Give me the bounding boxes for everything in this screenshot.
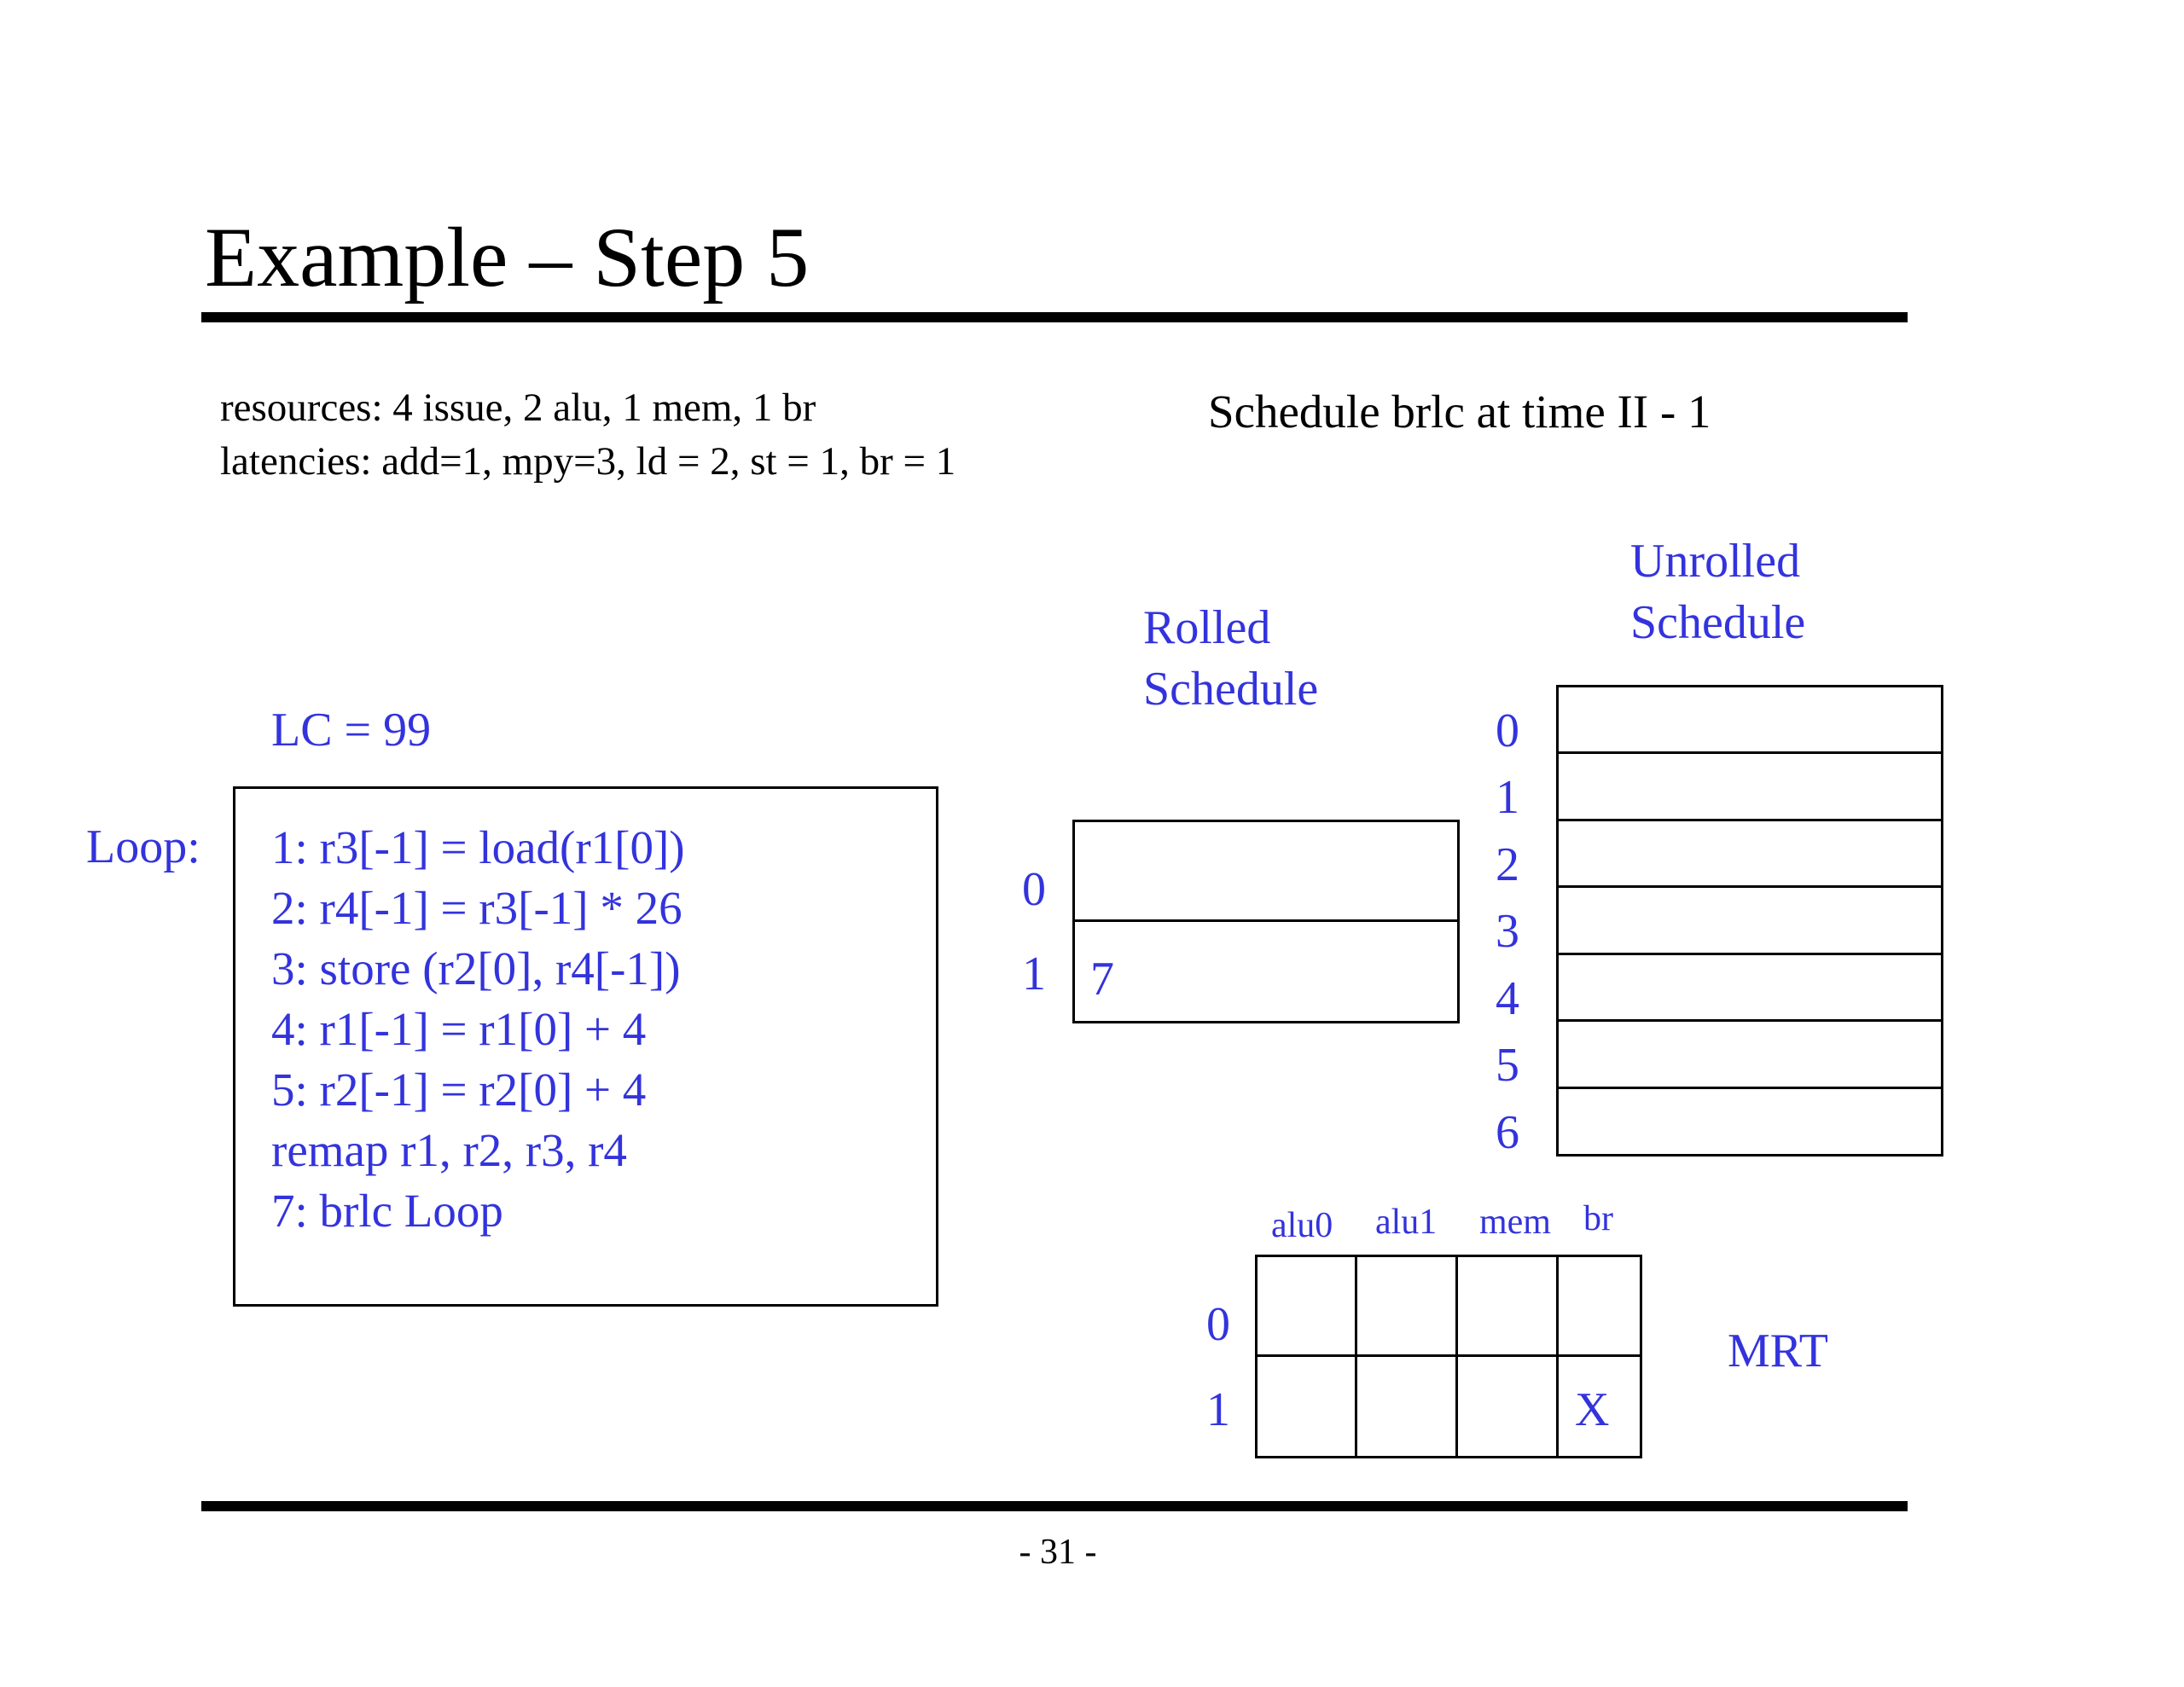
mrt-row-label: 0 — [1206, 1298, 1230, 1351]
mrt-row-label: 1 — [1206, 1383, 1230, 1436]
mrt-column-header: alu0 — [1271, 1206, 1333, 1245]
mrt-column-header: alu1 — [1375, 1203, 1438, 1242]
unrolled-row-label: 5 — [1496, 1039, 1519, 1092]
unrolled-row-divider — [1556, 1087, 1943, 1089]
latencies-text: latencies: add=1, mpy=3, ld = 2, st = 1,… — [220, 439, 956, 484]
unrolled-row-label: 4 — [1496, 972, 1519, 1025]
mrt-column-header: br — [1583, 1199, 1613, 1238]
code-line: 1: r3[-1] = load(r1[0]) — [271, 821, 685, 873]
rolled-cell: 7 — [1090, 953, 1114, 1006]
unrolled-row-label: 0 — [1496, 704, 1519, 757]
mrt-col-divider — [1556, 1255, 1559, 1458]
footer-rule — [201, 1501, 1908, 1511]
rolled-row-label: 1 — [1022, 948, 1046, 1000]
code-line: 4: r1[-1] = r1[0] + 4 — [271, 1003, 647, 1055]
mrt-label: MRT — [1728, 1325, 1828, 1377]
code-line: remap r1, r2, r3, r4 — [271, 1124, 627, 1176]
code-line: 5: r2[-1] = r2[0] + 4 — [271, 1064, 647, 1116]
code-line: 3: store (r2[0], r4[-1]) — [271, 942, 681, 994]
unrolled-schedule-title-line1: Unrolled — [1630, 535, 1801, 588]
unrolled-row-divider — [1556, 885, 1943, 888]
unrolled-row-divider — [1556, 1019, 1943, 1022]
mrt-col-divider — [1355, 1255, 1357, 1458]
unrolled-row-label: 2 — [1496, 838, 1519, 891]
mrt-col-divider — [1455, 1255, 1458, 1458]
rolled-schedule-title-line2: Schedule — [1143, 663, 1319, 716]
unrolled-row-label: 3 — [1496, 905, 1519, 958]
loop-label: Loop: — [86, 820, 200, 873]
slide-title: Example – Step 5 — [205, 210, 810, 304]
code-line: 7: brlc Loop — [271, 1185, 503, 1237]
unrolled-row-divider — [1556, 751, 1943, 754]
unrolled-row-divider — [1556, 819, 1943, 821]
loop-code-box — [233, 786, 938, 1307]
step-note: Schedule brlc at time II - 1 — [1208, 386, 1711, 438]
rolled-row-label: 0 — [1022, 863, 1046, 916]
unrolled-row-divider — [1556, 953, 1943, 955]
mrt-row-divider — [1255, 1354, 1642, 1357]
unrolled-row-label: 1 — [1496, 771, 1519, 824]
loop-code-lines: 1: r3[-1] = load(r1[0]) 2: r4[-1] = r3[-… — [271, 817, 685, 1241]
mrt-cell: X — [1575, 1383, 1610, 1436]
unrolled-row-label: 6 — [1496, 1106, 1519, 1159]
mrt-column-header: mem — [1479, 1203, 1551, 1242]
resources-text: resources: 4 issue, 2 alu, 1 mem, 1 br — [220, 386, 816, 430]
title-rule — [201, 312, 1908, 322]
code-line: 2: r4[-1] = r3[-1] * 26 — [271, 882, 682, 934]
rolled-row-divider — [1072, 919, 1460, 922]
rolled-schedule-title-line1: Rolled — [1143, 601, 1271, 654]
unrolled-schedule-title-line2: Schedule — [1630, 596, 1806, 649]
loop-count: LC = 99 — [271, 704, 432, 757]
unrolled-schedule-table — [1556, 685, 1943, 1157]
page-number: - 31 - — [1019, 1533, 1097, 1572]
